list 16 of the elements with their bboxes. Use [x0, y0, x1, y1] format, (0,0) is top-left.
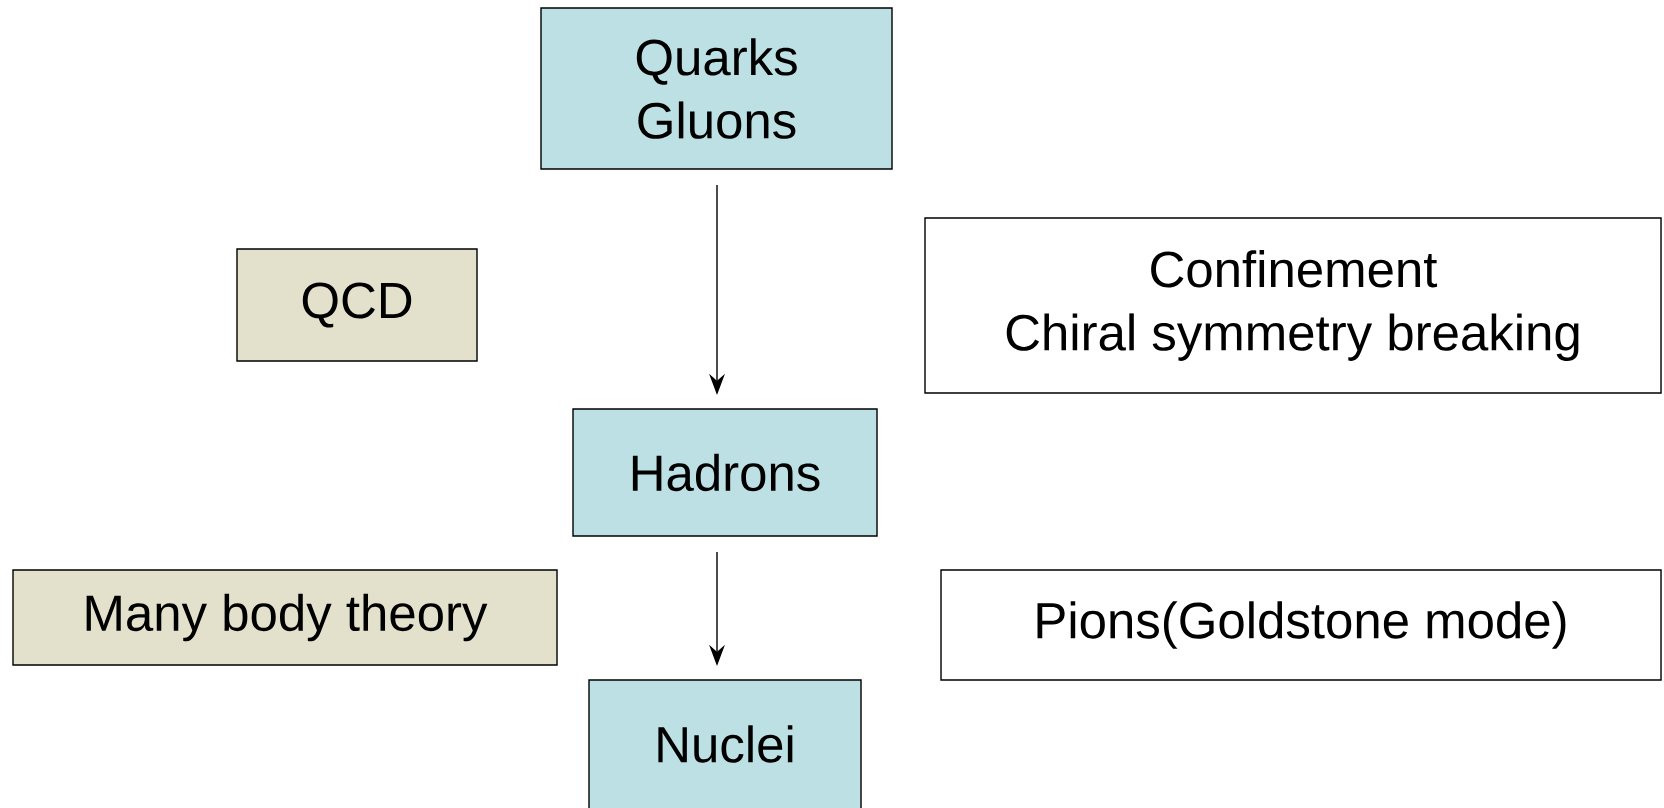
- node-label: Confinement: [1151, 250, 1438, 288]
- process-box: [588, 679, 862, 808]
- node-label: Pions(Goldstone mode): [1037, 601, 1566, 649]
- theory-box: [12, 569, 558, 666]
- node-label: Quarks: [636, 38, 797, 85]
- node-label: Hadrons: [632, 453, 820, 492]
- process-box: [540, 7, 893, 170]
- process-box: [572, 408, 878, 537]
- node-label: Many body theory: [86, 593, 488, 642]
- description-box: [924, 217, 1662, 394]
- node-label: Chiral symmetry breaking: [1006, 313, 1579, 361]
- description-box: [940, 569, 1662, 681]
- node-label: Gluons: [638, 101, 796, 139]
- theory-box: [236, 248, 478, 362]
- node-label: Nuclei: [658, 725, 793, 763]
- node-label: QCD: [302, 282, 412, 328]
